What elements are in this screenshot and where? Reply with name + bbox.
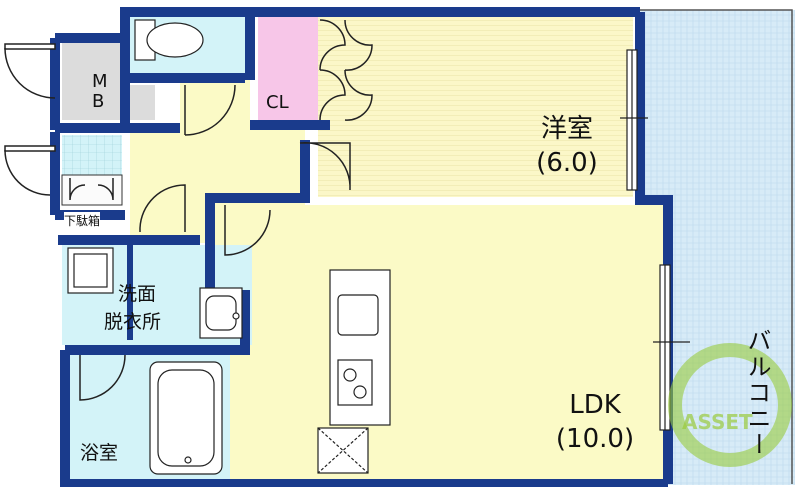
ldk-size: (10.0) <box>555 424 635 454</box>
closet-label: CL <box>266 92 289 113</box>
toilet-fixture <box>134 19 204 61</box>
closet-area <box>258 12 318 122</box>
western-room-size: (6.0) <box>536 148 598 178</box>
watermark-logo <box>668 343 792 467</box>
balcony-label: バルコニー <box>743 328 771 458</box>
washbasin <box>199 287 243 339</box>
bathroom-label: 浴室 <box>80 442 119 464</box>
hall-floor <box>130 128 305 243</box>
ventilation-fan <box>317 427 369 474</box>
western-room-name: 洋室 <box>540 114 593 144</box>
doors <box>4 19 373 401</box>
windows <box>620 49 690 431</box>
meter-box-label: M B <box>92 71 108 112</box>
ldk-floor <box>213 205 665 481</box>
ldk-label: LDK (10.0) <box>520 388 670 456</box>
ldk-name: LDK <box>569 390 621 420</box>
hall-floor-2 <box>180 78 250 138</box>
bathtub <box>149 361 223 475</box>
walls <box>50 7 673 487</box>
watermark-text: ASSET <box>682 410 753 434</box>
shoe-box <box>61 174 123 206</box>
western-room-label: 洋室 (6.0) <box>512 112 622 180</box>
kitchen-counter <box>329 269 391 426</box>
meter-box-area <box>62 40 122 120</box>
washing-machine <box>67 247 114 294</box>
washroom-label: 洗面 脱衣所 <box>104 283 162 333</box>
shoe-box-label: 下駄箱 <box>64 212 101 229</box>
entrance-floor <box>62 135 122 175</box>
